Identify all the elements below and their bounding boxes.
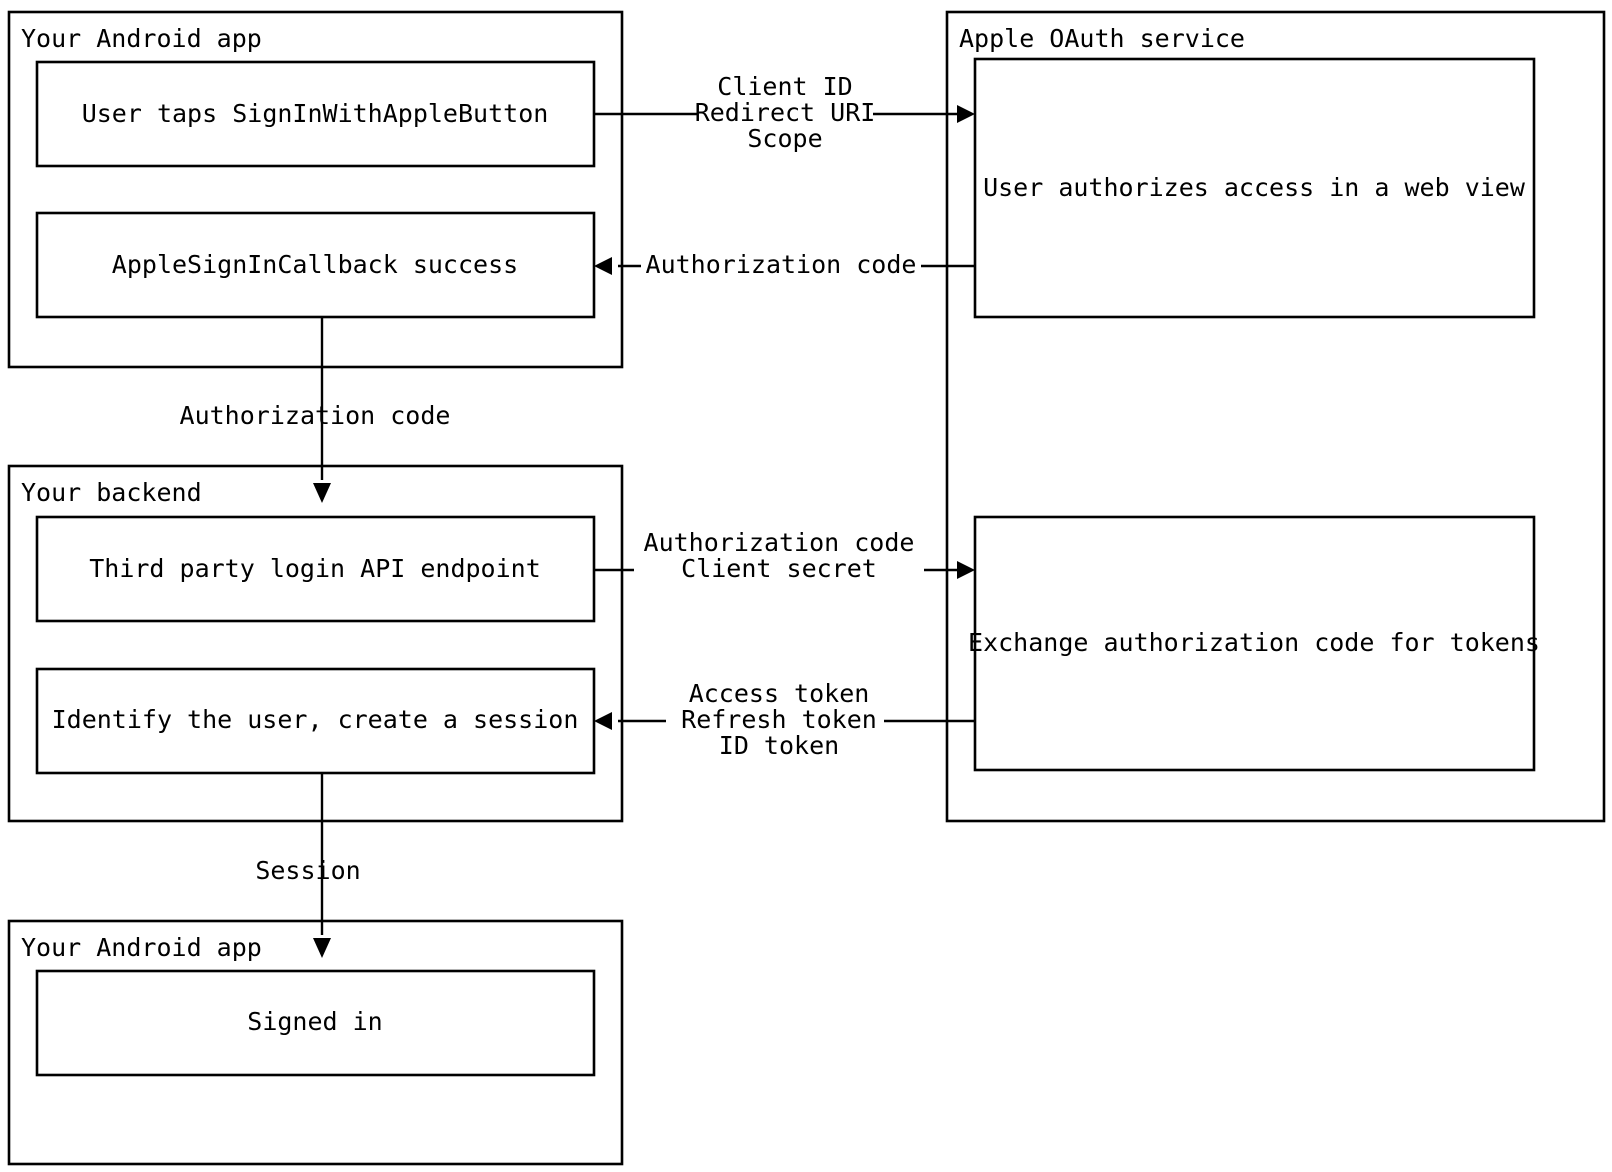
edge-label-auth-code-to-app-line1: Authorization code xyxy=(646,250,917,279)
edge-label-authorize-request-line1: Client ID xyxy=(717,72,852,101)
edge-label-tokens-response-line2: Refresh token xyxy=(681,705,877,734)
arrow-head-down-auth-code-to-backend xyxy=(313,483,331,503)
edge-label-auth-code-to-backend-line1: Authorization code xyxy=(180,401,451,430)
edge-auth-code-to-app: Authorization code xyxy=(594,250,975,279)
group-backend: Your backend Third party login API endpo… xyxy=(7,464,624,823)
group-border-android-app-bottom xyxy=(7,919,624,1166)
edge-label-token-request-line1: Authorization code xyxy=(644,528,915,557)
group-title-android-app-bottom: Your Android app xyxy=(21,933,262,962)
node-label-callback-success: AppleSignInCallback success xyxy=(112,250,518,279)
node-label-exchange-tokens: Exchange authorization code for tokens xyxy=(968,628,1540,657)
edge-auth-code-to-backend: Authorization code xyxy=(180,317,451,503)
node-box-authorize-webview[interactable] xyxy=(973,57,1536,319)
node-box-identify-user[interactable] xyxy=(35,667,596,775)
group-android-app-bottom: Your Android app Signed in xyxy=(7,919,624,1166)
edge-authorize-request: Client ID Redirect URI Scope xyxy=(594,72,975,153)
node-box-exchange-tokens[interactable] xyxy=(973,515,1536,772)
group-title-apple-oauth: Apple OAuth service xyxy=(959,24,1245,53)
arrow-head-right-authorize-request xyxy=(957,105,975,123)
edge-label-authorize-request-line2: Redirect URI xyxy=(695,98,876,127)
edge-label-tokens-response-line3: ID token xyxy=(719,731,839,760)
node-box-signed-in[interactable] xyxy=(35,969,596,1077)
node-box-callback-success[interactable] xyxy=(35,211,596,319)
group-title-backend: Your backend xyxy=(21,478,202,507)
node-label-signed-in: Signed in xyxy=(247,1007,382,1036)
edge-label-token-request-line2: Client secret xyxy=(681,554,877,583)
edge-label-session-line1: Session xyxy=(255,856,360,885)
node-label-login-endpoint: Third party login API endpoint xyxy=(89,554,541,583)
edge-tokens-response: Access token Refresh token ID token xyxy=(594,679,975,760)
arrow-head-down-session xyxy=(313,938,331,958)
edge-label-authorize-request-line3: Scope xyxy=(747,124,822,153)
group-title-android-app-top: Your Android app xyxy=(21,24,262,53)
arrow-head-left-tokens-response xyxy=(594,712,612,730)
group-border-android-app-top xyxy=(7,10,624,369)
arrow-head-right-token-request xyxy=(957,561,975,579)
group-apple-oauth: Apple OAuth service User authorizes acce… xyxy=(945,10,1606,823)
node-box-login-endpoint[interactable] xyxy=(35,515,596,623)
edge-token-request: Authorization code Client secret xyxy=(594,528,975,583)
group-border-apple-oauth xyxy=(945,10,1606,823)
node-label-identify-user: Identify the user, create a session xyxy=(52,705,579,734)
node-label-tap-button: User taps SignInWithAppleButton xyxy=(82,99,549,128)
arrow-head-left-auth-code-to-app xyxy=(594,257,612,275)
node-label-authorize-webview: User authorizes access in a web view xyxy=(983,173,1526,202)
edge-session: Session xyxy=(255,773,361,958)
group-android-app-top: Your Android app User taps SignInWithApp… xyxy=(7,10,624,369)
group-border-backend xyxy=(7,464,624,823)
node-box-tap-button[interactable] xyxy=(35,60,596,168)
edge-label-tokens-response-line1: Access token xyxy=(689,679,870,708)
